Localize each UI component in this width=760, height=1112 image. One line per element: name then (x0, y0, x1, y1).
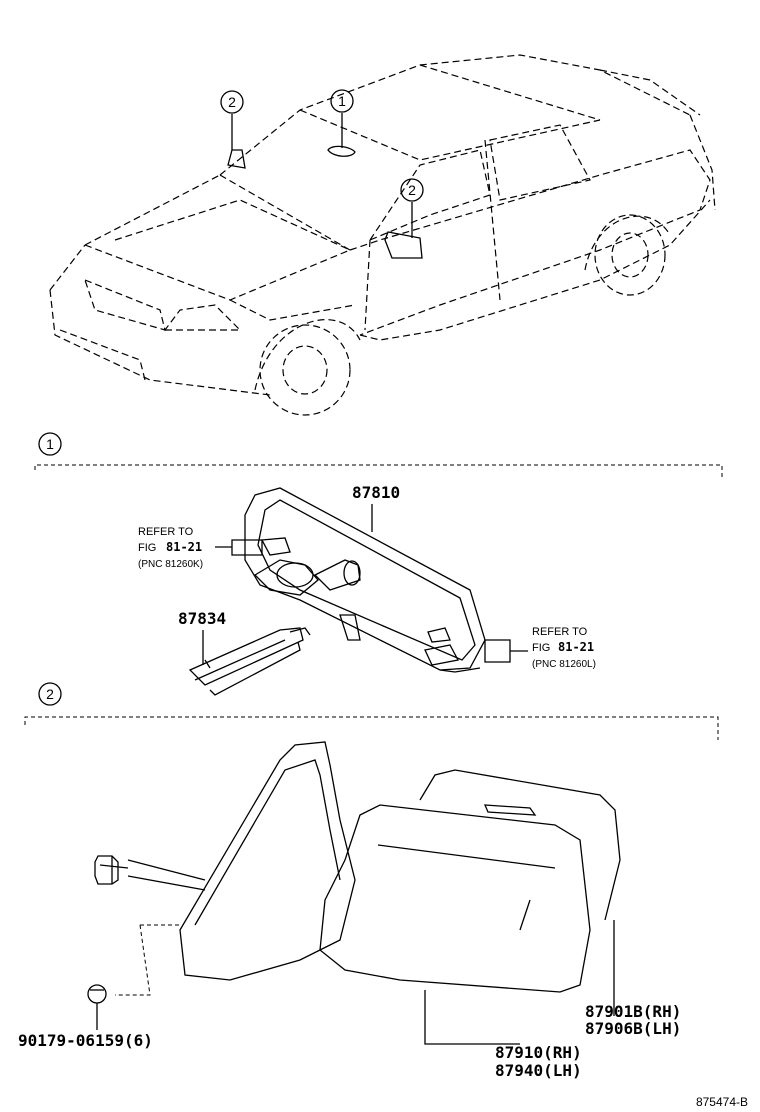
svg-text:81-21: 81-21 (558, 640, 594, 654)
callout-1-car: 1 (330, 89, 354, 113)
svg-text:1: 1 (46, 436, 54, 452)
refer-note-left: REFER TO FIG 81-21 (PNC 81260K) (138, 526, 263, 570)
outer-mirror-assembly (87, 741, 621, 1030)
part-number-87810: 87810 (352, 483, 400, 502)
part-number-87834: 87834 (178, 609, 226, 628)
svg-text:2: 2 (228, 94, 236, 110)
svg-text:81-21: 81-21 (166, 540, 202, 554)
svg-text:(PNC 81260L): (PNC 81260L) (532, 659, 596, 670)
svg-text:REFER TO: REFER TO (138, 526, 194, 538)
mirror-bracket (188, 627, 311, 696)
svg-text:FIG: FIG (138, 542, 156, 554)
part-number-outer-mirror-rh: 87901B(RH) (585, 1002, 681, 1021)
figure-id: 875474-B (696, 1095, 748, 1109)
part-number-mirror-assy-lh: 87940(LH) (495, 1061, 582, 1080)
part-number-outer-mirror-lh: 87906B(LH) (585, 1019, 681, 1038)
svg-text:2: 2 (46, 686, 54, 702)
refer-note-right: REFER TO FIG 81-21 (PNC 81260L) (484, 626, 596, 670)
svg-text:1: 1 (338, 93, 346, 109)
section-2-header: 2 (24, 682, 719, 740)
car-illustration (49, 54, 716, 416)
svg-text:(PNC 81260K): (PNC 81260K) (138, 559, 203, 570)
part-number-mirror-assy-rh: 87910(RH) (495, 1043, 582, 1062)
section-1-header: 1 (34, 432, 723, 478)
svg-text:REFER TO: REFER TO (532, 626, 588, 638)
svg-text:2: 2 (408, 182, 416, 198)
svg-text:FIG: FIG (532, 642, 550, 654)
inner-rear-view-mirror (244, 487, 486, 673)
part-number-screw: 90179-06159(6) (18, 1031, 153, 1050)
callout-2-car-right: 2 (400, 178, 424, 202)
callout-2-car-left: 2 (220, 90, 244, 114)
